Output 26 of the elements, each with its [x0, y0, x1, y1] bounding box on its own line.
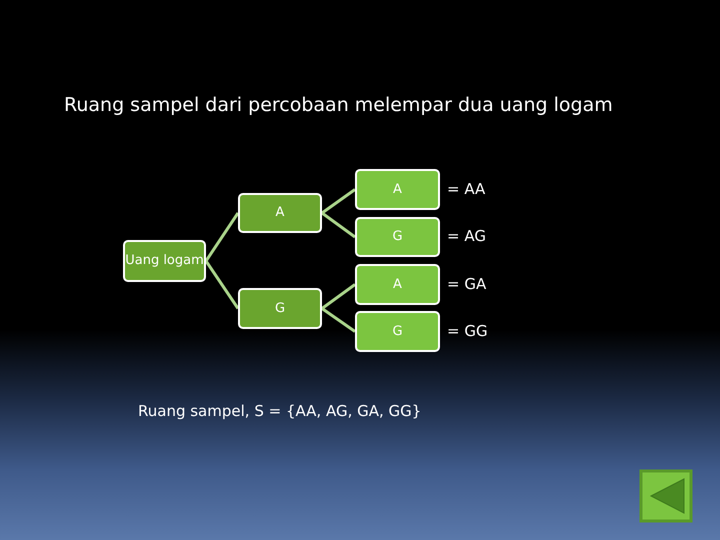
- node-label: G: [392, 230, 403, 244]
- node-label: G: [392, 324, 403, 338]
- connector-line: [321, 212, 356, 238]
- node-label: A: [393, 182, 402, 196]
- node-label: G: [274, 302, 286, 316]
- tree-node-box: [238, 288, 322, 329]
- node-label: A: [276, 206, 284, 220]
- node-label: Uang logam: [125, 254, 204, 268]
- sample-space-text: Ruang sampel, S = {AA, AG, GA, GG}: [138, 402, 422, 420]
- node-label: A: [393, 278, 402, 292]
- tree-node-box: [238, 193, 322, 233]
- connector-line: [321, 283, 356, 310]
- connector-line: [204, 260, 240, 310]
- tree-node-box: [123, 240, 206, 282]
- connector-line: [204, 212, 240, 262]
- tree-node-box: [355, 169, 440, 210]
- title: Ruang sampel dari percobaan melempar dua uang logam: [64, 94, 613, 116]
- connector-line: [321, 188, 356, 214]
- tree-node-box: [355, 264, 440, 305]
- outcome-label: = GA: [447, 274, 486, 292]
- outcome-label: = AG: [447, 227, 486, 245]
- outcome-label: = GG: [447, 322, 488, 340]
- tree-node-box: [355, 217, 440, 257]
- tree-node-box: [355, 311, 440, 352]
- outcome-label: = AA: [447, 180, 486, 198]
- connector-line: [321, 307, 356, 333]
